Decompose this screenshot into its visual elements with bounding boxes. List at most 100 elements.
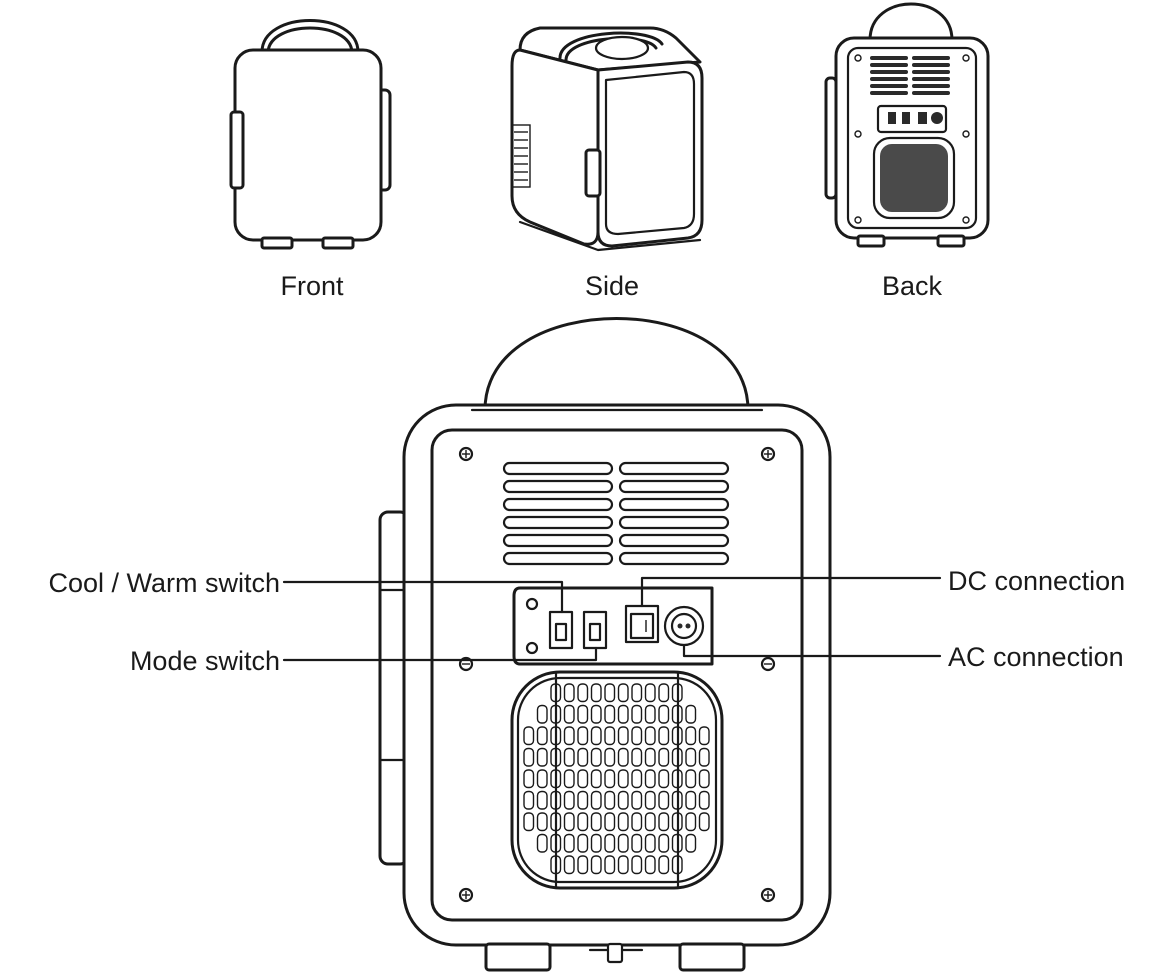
grille-cell [644, 683, 656, 703]
grille-cell [671, 855, 683, 875]
grille-cell [658, 833, 670, 853]
front-view-drawing [229, 19, 392, 250]
grille-cell [658, 855, 670, 875]
grille-cell [631, 769, 643, 789]
vent-slots [502, 461, 730, 566]
callout-dc: DC connection [640, 566, 1125, 608]
detailed-back-view [378, 317, 832, 972]
grille-cell [671, 726, 683, 746]
cool-warm-switch-label: Cool / Warm switch [48, 568, 280, 598]
grille-cell [658, 704, 670, 724]
grille-cell [617, 769, 629, 789]
dc-port[interactable] [624, 604, 660, 644]
grille-cell [590, 769, 602, 789]
grille-cell [536, 812, 548, 832]
back-view-drawing [824, 2, 990, 248]
grille-cell [685, 704, 697, 724]
grille-cell [577, 855, 589, 875]
grille-cell [685, 833, 697, 853]
grille-cell [631, 726, 643, 746]
grille-cell [577, 812, 589, 832]
grille-cell [563, 683, 575, 703]
grille-cell [590, 812, 602, 832]
grille-cell [644, 855, 656, 875]
grille-cell [563, 747, 575, 767]
ac-port[interactable] [663, 605, 705, 647]
grille-cell [658, 790, 670, 810]
grille-cell [604, 833, 616, 853]
grille-cell [644, 747, 656, 767]
callout-cool-warm: Cool / Warm switch [48, 568, 564, 614]
grille-cell [617, 704, 629, 724]
grille-cell [631, 855, 643, 875]
cool-warm-switch[interactable] [548, 610, 574, 650]
callout-ac: AC connection [682, 642, 1124, 672]
grille-cell [671, 683, 683, 703]
grille-cell [631, 683, 643, 703]
grille-cell [631, 833, 643, 853]
dc-connection-label: DC connection [948, 566, 1125, 596]
grille-cell [550, 812, 562, 832]
ac-connection-label: AC connection [948, 642, 1124, 672]
grille-cell [577, 790, 589, 810]
grille-cell [577, 833, 589, 853]
grille-cell [523, 726, 535, 746]
grille-cell [658, 769, 670, 789]
grille-cell [550, 704, 562, 724]
grille-cell [671, 704, 683, 724]
grille-cell [536, 769, 548, 789]
grille-cell [604, 747, 616, 767]
grille-cell [685, 769, 697, 789]
grille-cell [563, 790, 575, 810]
grille-cell [617, 790, 629, 810]
grille-cell [644, 790, 656, 810]
grille-cell [604, 704, 616, 724]
grille-cell [590, 833, 602, 853]
grille-cell [563, 833, 575, 853]
grille-cell [631, 812, 643, 832]
mode-switch-label: Mode switch [130, 646, 280, 676]
grille-cell [671, 747, 683, 767]
grille-cell [523, 769, 535, 789]
grille-cell [671, 769, 683, 789]
mode-switch[interactable] [582, 610, 608, 650]
grille-cell [577, 704, 589, 724]
grille-cell [658, 683, 670, 703]
grille-cell [563, 812, 575, 832]
front-view-label: Front [280, 271, 344, 301]
grille-cell [644, 769, 656, 789]
grille-cell [658, 812, 670, 832]
grille-cell [523, 812, 535, 832]
grille-cell [604, 855, 616, 875]
grille-cell [604, 812, 616, 832]
grille-cell [617, 747, 629, 767]
side-view-label: Side [585, 271, 639, 301]
grille-cell [698, 790, 710, 810]
grille-cell [604, 683, 616, 703]
grille-cell [631, 704, 643, 724]
grille-cell [536, 726, 548, 746]
grille-cell [590, 790, 602, 810]
grille-cell [550, 683, 562, 703]
grille-cell [658, 726, 670, 746]
grille-cell [685, 726, 697, 746]
grille-cell [536, 833, 548, 853]
fan-grille [510, 670, 724, 890]
grille-cell [523, 747, 535, 767]
grille-cell [617, 812, 629, 832]
grille-cell [698, 726, 710, 746]
grille-cell [644, 812, 656, 832]
grille-cell [577, 769, 589, 789]
grille-cell [631, 790, 643, 810]
grille-cell [590, 683, 602, 703]
screw-icon [458, 446, 776, 903]
grille-cell [550, 790, 562, 810]
grille-cell [550, 769, 562, 789]
grille-cell [604, 769, 616, 789]
grille-cell [563, 855, 575, 875]
grille-cell [590, 855, 602, 875]
grille-cell [685, 790, 697, 810]
grille-cell [658, 747, 670, 767]
grille-cell [577, 747, 589, 767]
